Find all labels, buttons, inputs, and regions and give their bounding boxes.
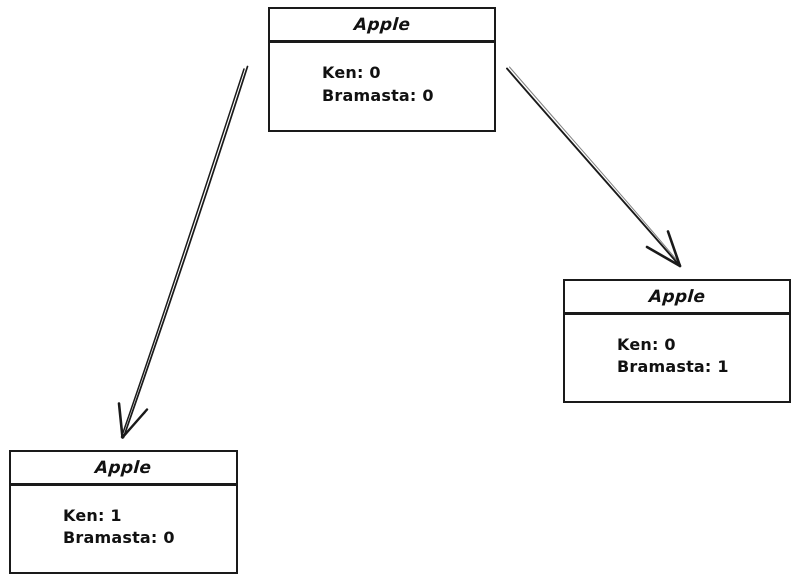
node-title: Apple bbox=[94, 457, 153, 478]
object-node-left[interactable]: Apple Ken: 1 Bramasta: 0 bbox=[9, 450, 238, 574]
attribute-value: 1 bbox=[717, 357, 729, 376]
arrowhead-barb bbox=[666, 230, 682, 268]
node-header: Apple bbox=[270, 9, 494, 43]
attribute-row: Ken: 0 bbox=[617, 334, 789, 356]
node-attributes: Ken: 0 Bramasta: 0 bbox=[270, 43, 494, 130]
node-header: Apple bbox=[565, 281, 789, 315]
object-node-right[interactable]: Apple Ken: 0 Bramasta: 1 bbox=[563, 279, 791, 403]
attribute-value: 0 bbox=[422, 85, 434, 105]
node-title: Apple bbox=[353, 14, 411, 35]
edge-root-to-left[interactable] bbox=[117, 65, 249, 439]
node-attributes: Ken: 0 Bramasta: 1 bbox=[565, 315, 789, 401]
attribute-value: 1 bbox=[110, 505, 122, 525]
attribute-separator: : bbox=[97, 505, 105, 525]
attribute-row: Bramasta: 1 bbox=[617, 356, 789, 378]
attribute-name: Ken bbox=[63, 505, 98, 525]
attribute-row: Bramasta: 0 bbox=[63, 527, 236, 549]
attribute-row: Bramasta: 0 bbox=[322, 85, 494, 107]
arrowhead-barb bbox=[122, 411, 146, 437]
arrowhead-barb bbox=[117, 402, 124, 439]
attribute-separator: : bbox=[704, 357, 712, 376]
node-header: Apple bbox=[11, 452, 236, 486]
attribute-separator: : bbox=[651, 334, 659, 354]
object-node-root[interactable]: Apple Ken: 0 Bramasta: 0 bbox=[268, 7, 496, 132]
attribute-name: Bramasta bbox=[617, 357, 705, 376]
arrowhead-barb bbox=[645, 245, 682, 268]
node-title: Apple bbox=[648, 286, 706, 307]
attribute-name: Bramasta bbox=[322, 85, 410, 105]
attribute-name: Bramasta bbox=[63, 528, 151, 547]
attribute-row: Ken: 1 bbox=[63, 505, 236, 527]
attribute-value: 0 bbox=[369, 63, 381, 83]
attribute-value: 0 bbox=[163, 528, 175, 547]
arrowhead-barb bbox=[121, 408, 149, 439]
attribute-separator: : bbox=[409, 85, 417, 105]
attribute-separator: : bbox=[356, 63, 364, 83]
attribute-separator: : bbox=[150, 528, 158, 547]
attribute-name: Ken bbox=[617, 334, 652, 354]
attribute-name: Ken bbox=[322, 63, 357, 83]
attribute-value: 0 bbox=[664, 334, 676, 354]
node-attributes: Ken: 1 Bramasta: 0 bbox=[11, 486, 236, 572]
edge-root-to-right[interactable] bbox=[506, 66, 682, 268]
attribute-row: Ken: 0 bbox=[322, 62, 494, 84]
